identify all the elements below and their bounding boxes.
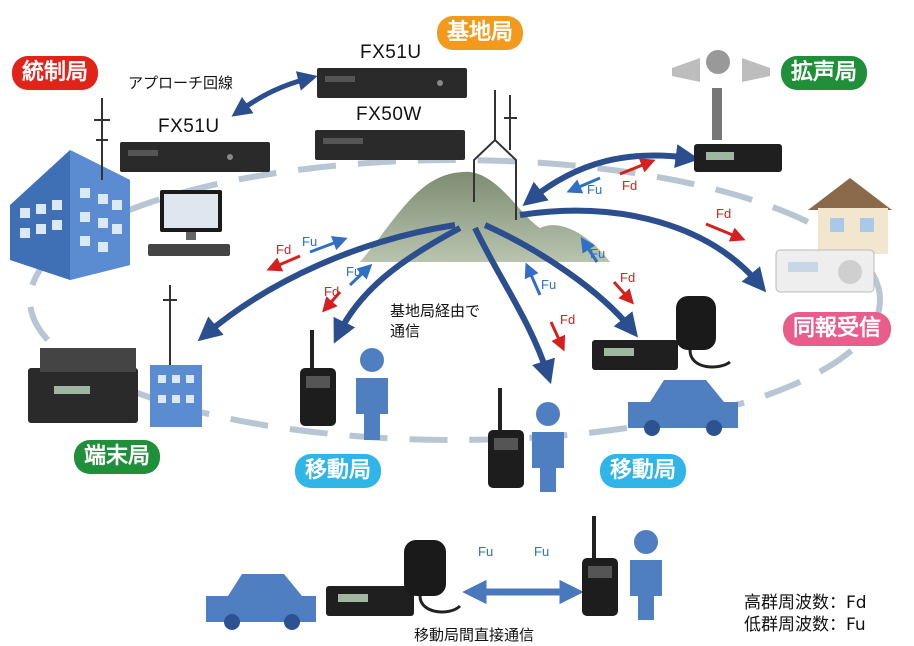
control-station-label: 統制局 xyxy=(12,56,99,90)
fx51u-left-label: FX51U xyxy=(158,116,220,137)
person-icon xyxy=(356,348,388,440)
legend-high-value: Fd xyxy=(846,593,867,613)
fu-label: Fu xyxy=(587,182,602,197)
fx51u-top-label: FX51U xyxy=(360,42,422,63)
fu-arrows xyxy=(309,176,601,296)
building-icon xyxy=(10,150,130,280)
fu-label: Fu xyxy=(590,246,605,261)
mobile-radio-icon xyxy=(694,144,782,172)
legend-high-label: 高群周波数： xyxy=(744,593,846,613)
person-icon xyxy=(532,402,564,492)
radio-rack-icon xyxy=(315,68,467,160)
antenna-icon xyxy=(94,98,110,180)
legend-low: 低群周波数：Fu xyxy=(744,610,866,635)
antenna-icon xyxy=(163,285,177,365)
car-icon xyxy=(628,380,738,436)
speaker-station-label: 拡声局 xyxy=(781,56,868,90)
handheld-radio-icon xyxy=(488,388,524,488)
fd-label: Fd xyxy=(622,178,637,193)
base-station-label: 基地局 xyxy=(437,16,524,50)
person-icon xyxy=(630,530,662,620)
fu-label: Fu xyxy=(534,544,549,559)
car-icon xyxy=(206,574,316,630)
handheld-radio-icon xyxy=(300,330,336,426)
building-icon xyxy=(150,365,202,427)
fd-arrows xyxy=(266,158,746,352)
handheld-radio-icon xyxy=(582,516,618,616)
fd-label: Fd xyxy=(560,312,575,327)
mountain-icon xyxy=(360,171,610,262)
fd-label: Fd xyxy=(716,206,731,221)
microphone-icon xyxy=(404,540,462,614)
fd-label: Fd xyxy=(324,284,339,299)
legend-low-label: 低群周波数： xyxy=(744,615,846,635)
terminal-station-label: 端末局 xyxy=(74,440,161,474)
computer-icon xyxy=(148,190,230,256)
direct-comm-label: 移動局間直接通信 xyxy=(414,626,535,644)
fd-label: Fd xyxy=(620,270,635,285)
base-link-arrows xyxy=(197,144,767,385)
microphone-icon xyxy=(676,296,731,369)
fu-label: Fu xyxy=(302,234,317,249)
speaker-horn-icon xyxy=(672,50,770,140)
mobile-station-left-label: 移動局 xyxy=(295,454,382,488)
approach-arrow xyxy=(231,71,318,117)
mobile-radio-icon xyxy=(592,340,678,370)
mobile-radio-icon xyxy=(326,586,414,616)
fu-label: Fu xyxy=(346,264,361,279)
house-icon xyxy=(808,178,892,254)
freq-labels: Fd Fu Fu Fd Fu Fd Fu Fd Fu Fd Fd Fu Fu xyxy=(276,178,731,559)
legend-high: 高群周波数：Fd xyxy=(744,588,867,613)
fu-label: Fu xyxy=(541,277,556,292)
radio-rack-icon xyxy=(120,142,270,172)
via-base-label-line2: 通信 xyxy=(390,322,421,340)
fd-label: Fd xyxy=(276,242,291,257)
radio-rack-icon xyxy=(28,348,138,423)
legend-low-value: Fu xyxy=(846,615,866,635)
approach-line-label: アプローチ回線 xyxy=(128,74,234,92)
via-base-label-line1: 基地局経由で xyxy=(390,302,481,320)
broadcast-receive-label: 同報受信 xyxy=(783,312,892,346)
tower-icon xyxy=(473,90,517,220)
fx50w-label: FX50W xyxy=(356,104,422,125)
fu-label: Fu xyxy=(478,544,493,559)
mobile-station-right-label: 移動局 xyxy=(600,454,687,488)
radio-receiver-icon xyxy=(775,249,875,293)
